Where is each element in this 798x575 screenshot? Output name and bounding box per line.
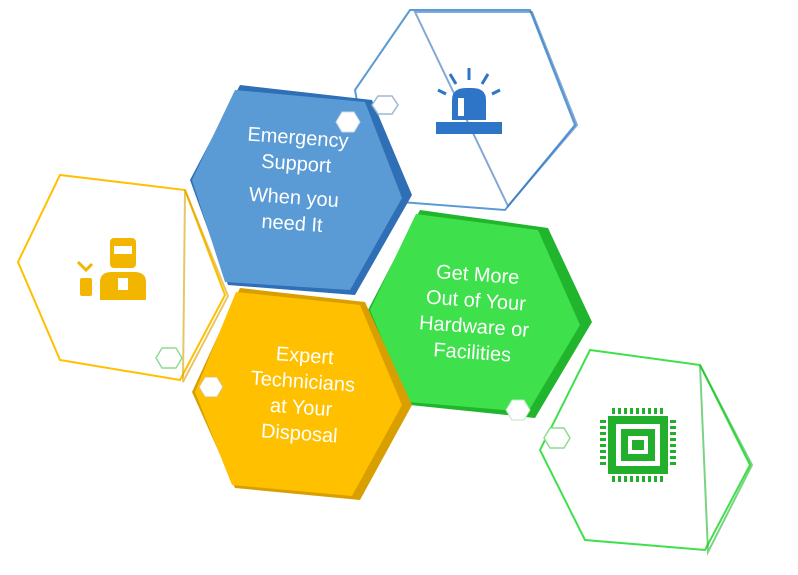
hex-emergency <box>190 85 412 295</box>
small-hex-green-right <box>543 427 571 449</box>
small-hex-yellow <box>198 376 224 398</box>
small-hex-blue <box>371 95 399 115</box>
hex-hardware-label: Get More Out of Your Hardware or Facilit… <box>392 257 559 372</box>
welder-icon <box>76 238 146 300</box>
small-hex-white-top <box>335 111 361 133</box>
hex-hardware <box>368 210 592 418</box>
hex-technicians-label: Expert Technicians at Your Disposal <box>219 338 386 453</box>
hex-emergency-label: Emergency Support When you need It <box>211 120 378 243</box>
siren-icon <box>436 68 502 134</box>
small-hex-green-left <box>155 347 183 369</box>
microchip-icon <box>600 408 676 482</box>
small-hex-green-mid <box>505 399 531 421</box>
hex-technicians <box>192 288 412 500</box>
